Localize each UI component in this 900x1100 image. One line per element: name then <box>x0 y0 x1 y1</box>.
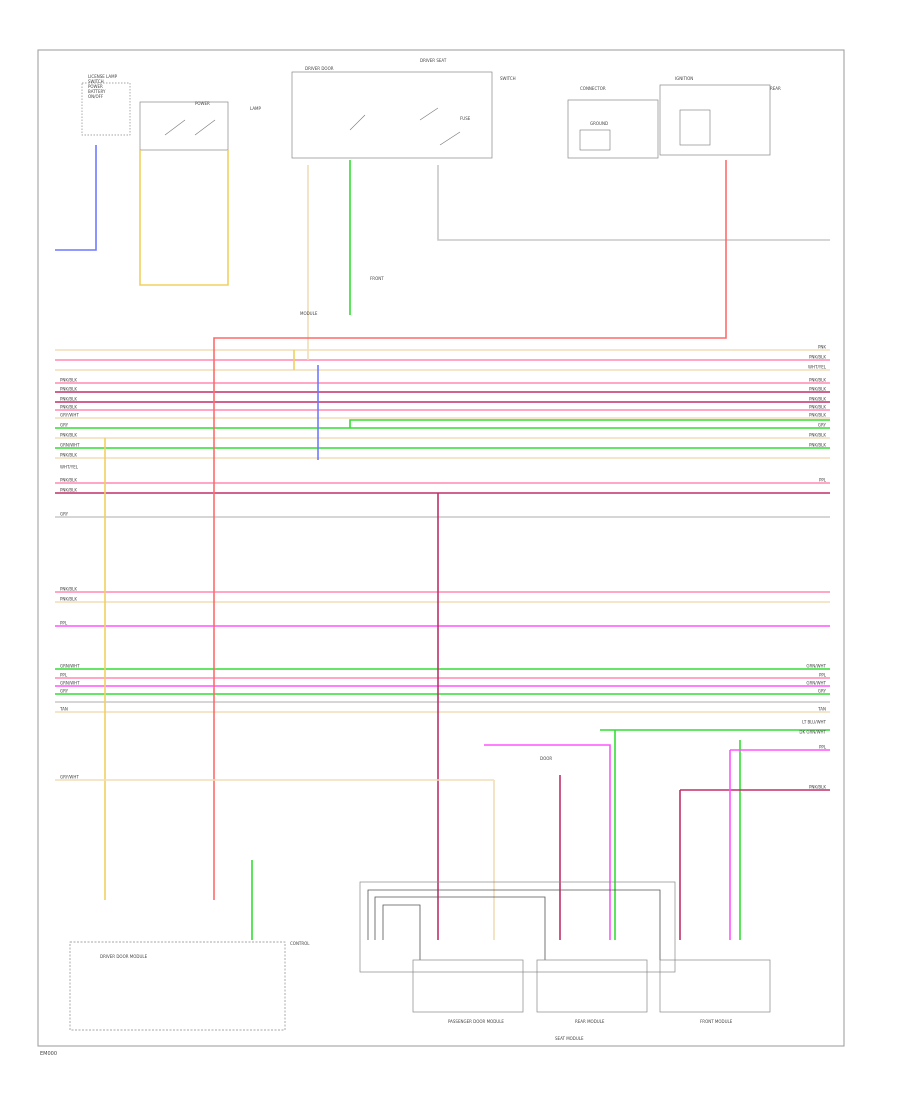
figure-code: EM000 <box>40 1051 57 1057</box>
component-label-2: DRIVER SEAT <box>420 58 447 63</box>
left-wire-label-8: GRN/WHT <box>60 443 80 448</box>
left-wire-label-7: PNK/BLK <box>60 433 77 438</box>
module-a-box <box>412 959 524 1013</box>
right-wire-label-1: PNK <box>818 345 826 350</box>
right-wire-label-20: PPL <box>819 745 827 750</box>
top-left-label-1: LICENSE LAMP <box>88 74 118 79</box>
component-label-9: GROUND <box>590 121 608 126</box>
left-wire-label-21: TAN <box>59 707 68 712</box>
component-label-10: REAR <box>770 86 781 91</box>
component-label-7: LAMP <box>250 106 262 111</box>
left-wire-label-16: PPL <box>60 621 68 626</box>
right-wire-label-2: PNK/BLK <box>809 355 826 360</box>
bottom-label-4: REAR MODULE <box>575 1019 605 1024</box>
module-c-box <box>659 959 771 1013</box>
top-left-label-3: POWER <box>88 84 103 89</box>
label-layer: PNK PNK/BLK WHT/YEL PNK/BLK PNK/BLK PNK/BLK PN… <box>40 58 827 1057</box>
bottom-label-3: SEAT MODULE <box>555 1036 584 1041</box>
left-wire-label-1: PNK/BLK <box>60 378 77 383</box>
left-wire-label-12: PNK/BLK <box>60 488 77 493</box>
right-wire-label-11: PNK/BLK <box>809 443 826 448</box>
top-left-label-2: SWITCH <box>88 79 104 84</box>
left-wire-label-15: PNK/BLK <box>60 597 77 602</box>
wire-magenta-lower <box>484 744 611 940</box>
top-left-label-5: ON/OFF <box>88 94 104 99</box>
component-label-13: DOOR <box>540 756 552 761</box>
right-wire-label-17: TAN <box>817 707 826 712</box>
left-wire-label-4: PNK/BLK <box>60 405 77 410</box>
component-label-1: DRIVER DOOR <box>305 66 334 71</box>
right-wire-label-8: PNK/BLK <box>809 413 826 418</box>
right-wire-label-13: GRN/WHT <box>806 664 826 669</box>
right-wire-label-3: WHT/YEL <box>808 365 827 370</box>
left-wire-label-11: PNK/BLK <box>60 478 77 483</box>
harness-mid <box>374 896 546 960</box>
component-label-11: FRONT <box>370 276 384 281</box>
bottom-modules <box>69 881 771 1031</box>
bottom-label-2: PASSENGER DOOR MODULE <box>448 1019 504 1024</box>
control-module-box <box>567 99 659 159</box>
switch-symbols <box>164 107 711 151</box>
left-wire-label-14: PNK/BLK <box>60 587 77 592</box>
driver-door-module-box <box>69 941 286 1031</box>
component-label-14: CONTROL <box>290 941 310 946</box>
right-wire-label-6: PNK/BLK <box>809 397 826 402</box>
harness-inner <box>382 904 421 960</box>
component-label-4: CONNECTOR <box>580 86 606 91</box>
left-wire-label-19: GRN/WHT <box>60 681 80 686</box>
component-label-5: IGNITION <box>675 76 693 81</box>
wire-red-main <box>213 160 727 900</box>
seat-connector-box <box>359 881 676 973</box>
right-wire-label-18: LT BLU/WHT <box>802 720 826 725</box>
license-lamp-switch-box <box>81 82 131 136</box>
right-wire-label-7: PNK/BLK <box>809 405 826 410</box>
left-wire-label-3: PNK/BLK <box>60 397 77 402</box>
top-components <box>81 71 771 159</box>
component-label-8: FUSE <box>460 116 471 121</box>
right-wire-label-16: GRY <box>818 689 827 694</box>
diagram-frame <box>37 49 845 1047</box>
right-wire-label-12: PPL <box>819 478 827 483</box>
module-b-box <box>536 959 648 1013</box>
left-wire-label-18: PPL <box>60 673 68 678</box>
left-wire-label-2: PNK/BLK <box>60 387 77 392</box>
fuse-block-box <box>659 84 771 156</box>
left-wire-label-20: GRY <box>60 689 69 694</box>
component-label-3: SWITCH <box>500 76 516 81</box>
left-wire-label-6: GRY <box>60 423 69 428</box>
relay-box <box>291 71 493 159</box>
bottom-label-1: DRIVER DOOR MODULE <box>100 954 148 959</box>
top-left-label-4: BATTERY <box>88 89 106 94</box>
right-wire-label-21: PNK/BLK <box>809 785 826 790</box>
ignition-switch-box <box>139 101 229 151</box>
component-label-12: MODULE <box>300 311 318 316</box>
left-wire-label-9: PNK/BLK <box>60 453 77 458</box>
right-wire-label-14: PPL <box>819 673 827 678</box>
right-wire-label-5: PNK/BLK <box>809 387 826 392</box>
left-wire-label-17: GRN/WHT <box>60 664 80 669</box>
component-label-6: POWER <box>195 101 210 106</box>
wire-gray-top <box>437 165 830 241</box>
left-wire-label-22: GRY/WHT <box>60 775 79 780</box>
wire-yellow-loop <box>139 150 229 286</box>
right-wire-label-19: DK GRN/WHT <box>799 730 826 735</box>
left-wire-label-13: GRY <box>60 512 69 517</box>
harness-outer <box>367 889 661 960</box>
right-wire-label-4: PNK/BLK <box>809 378 826 383</box>
wire-layer <box>55 145 830 960</box>
bottom-label-5: FRONT MODULE <box>700 1019 733 1024</box>
wire-green-jog <box>349 419 830 428</box>
left-wire-label-5: GRY/WHT <box>60 413 79 418</box>
right-wire-label-15: GRN/WHT <box>806 681 826 686</box>
left-wire-label-10: WHT/YEL <box>60 465 79 470</box>
right-wire-label-9: GRY <box>818 423 827 428</box>
wire-blue-left <box>55 145 97 251</box>
right-wire-label-10: PNK/BLK <box>809 433 826 438</box>
